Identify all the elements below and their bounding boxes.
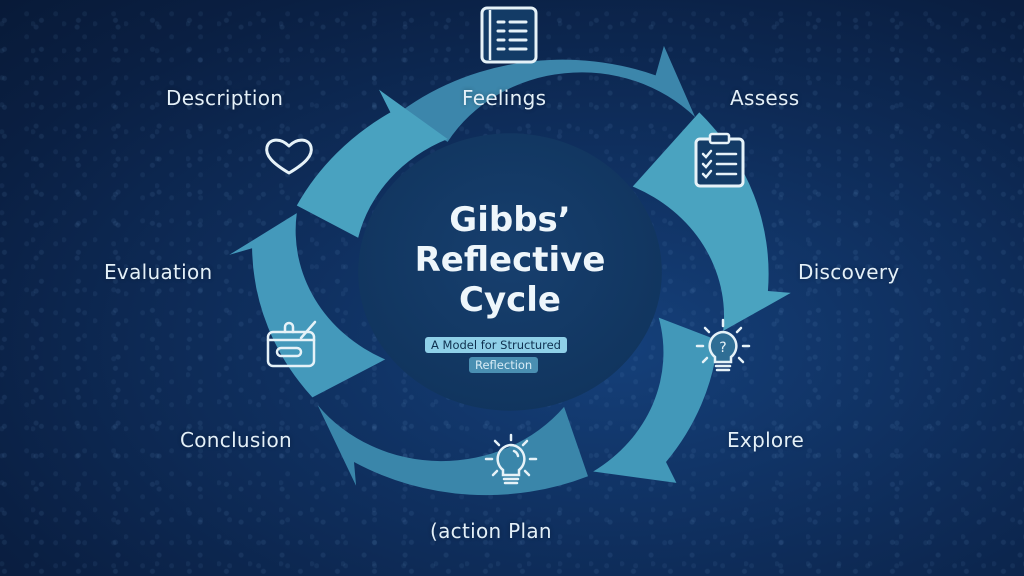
ring-segment-description bbox=[296, 89, 448, 238]
stage-label-discovery: Discovery bbox=[798, 260, 900, 284]
subtitle-badge-1: A Model for Structured bbox=[425, 337, 567, 353]
stage-label-action-plan: (action Plan bbox=[430, 519, 552, 543]
briefcase-pen-icon bbox=[266, 320, 317, 368]
ring-segment-evaluation bbox=[229, 213, 386, 398]
ring-segment-discovery bbox=[593, 317, 718, 483]
ring-segment-assess bbox=[632, 112, 791, 331]
heart-icon bbox=[265, 138, 313, 175]
stage-label-evaluation: Evaluation bbox=[104, 260, 213, 284]
stage-label-assess: Assess bbox=[730, 86, 800, 110]
stage-label-feelings: Feelings bbox=[462, 86, 547, 110]
clipboard-checklist-icon bbox=[694, 132, 745, 188]
subtitle-badge-2: Reflection bbox=[469, 357, 539, 373]
ring-segment-action-plan bbox=[317, 405, 588, 496]
stage-label-explore: Explore bbox=[727, 428, 805, 452]
svg-text:?: ? bbox=[719, 340, 726, 356]
title-line-1: Gibbs’ bbox=[449, 200, 571, 240]
notebook-icon bbox=[480, 6, 538, 64]
stage-label-conclusion: Conclusion bbox=[180, 428, 292, 452]
stage-label-description: Description bbox=[166, 86, 284, 110]
lightbulb-icon bbox=[484, 433, 538, 485]
ring-segment-feelings bbox=[387, 45, 696, 142]
title-line-3: Cycle bbox=[459, 280, 561, 320]
lightbulb-question-icon: ? bbox=[695, 318, 751, 372]
title-line-2: Reflective bbox=[414, 240, 606, 280]
